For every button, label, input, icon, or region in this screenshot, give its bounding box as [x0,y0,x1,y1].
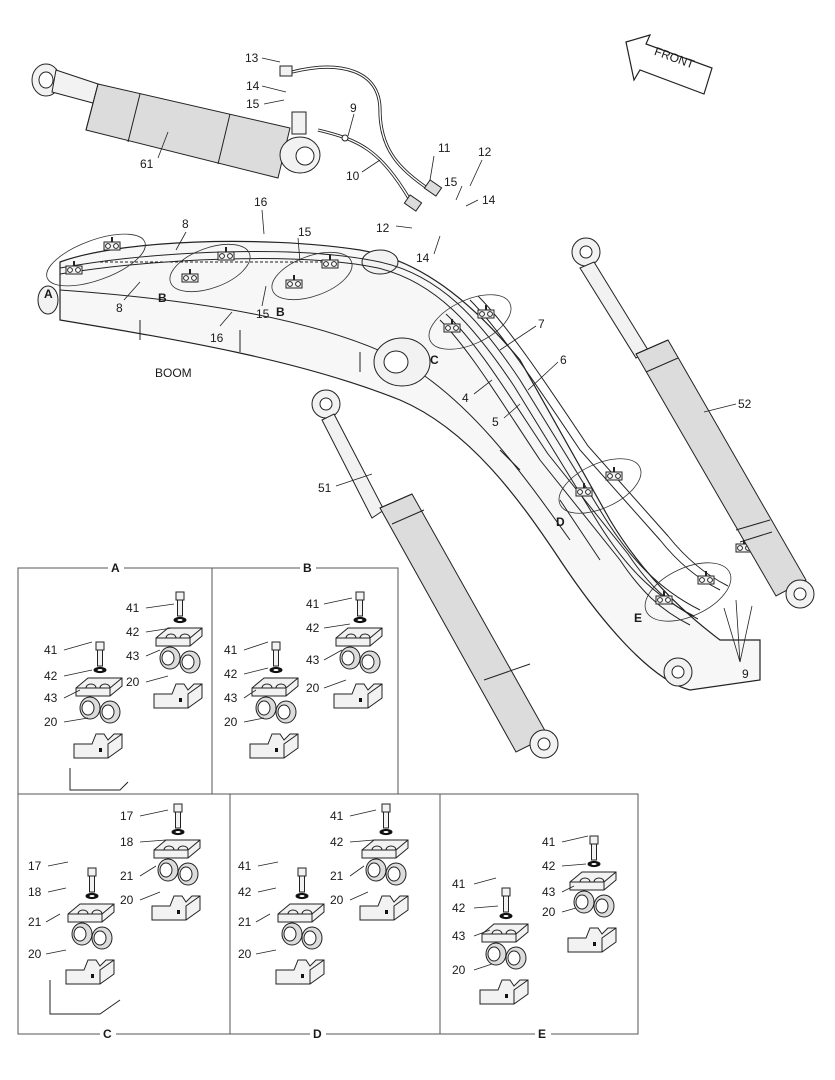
panel-d: 41 42 21 20 41 42 21 20 [238,803,409,985]
panel-e-label-42: 42 [542,859,556,873]
panel-b-label-20: 20 [224,715,238,729]
panel-b-label-43: 43 [224,691,238,705]
panel-e-title: E [538,1027,546,1041]
panel-e: 41 42 43 20 41 42 43 20 [452,835,617,1005]
front-arrow-icon: FRONT [625,34,713,95]
callout-e-label: E [634,611,642,625]
panel-c-label-21: 21 [120,869,134,883]
callout-b-label: B [158,291,167,305]
label-5: 5 [492,415,499,429]
panel-b-label-43: 43 [306,653,320,667]
panel-b: 41 42 43 20 41 42 43 20 [224,591,383,759]
panel-b-label-20: 20 [306,681,320,695]
label-15: 15 [298,225,312,239]
boom-label: BOOM [155,366,192,380]
panel-d-title: D [313,1027,322,1041]
label-12: 12 [478,145,492,159]
panel-c-label-18: 18 [28,885,42,899]
main-leader-lines [123,57,753,663]
detail-panel-frames: A B C D E [17,560,639,1041]
boom-cylinder-51 [311,389,559,759]
hose-10-11 [279,65,443,212]
panel-e-label-41: 41 [452,877,466,891]
detail-callouts [46,233,732,622]
label-15: 15 [246,97,260,111]
panel-a-label-41: 41 [126,601,140,615]
panel-e-label-20: 20 [542,905,556,919]
label-6: 6 [560,353,567,367]
label-16: 16 [210,331,224,345]
label-11: 11 [438,141,451,155]
panel-d-label-20: 20 [238,947,252,961]
label-14: 14 [482,193,496,207]
label-12: 12 [376,221,390,235]
panel-a-label-42: 42 [44,669,58,683]
panel-c-label-20: 20 [120,893,134,907]
callout-c-label: C [430,353,439,367]
boom-cylinder-52 [571,237,815,609]
label-8: 8 [116,301,123,315]
boom-structure: BOOM [37,240,761,691]
label-14: 14 [416,251,430,265]
label-14: 14 [246,79,260,93]
panel-c-label-21: 21 [28,915,42,929]
panel-d-label-41: 41 [238,859,252,873]
panel-d-label-41: 41 [330,809,344,823]
label-4: 4 [462,391,469,405]
label-8: 8 [182,217,189,231]
label-52: 52 [738,397,752,411]
panel-e-label-43: 43 [452,929,466,943]
panel-e-label-41: 41 [542,835,556,849]
callout-a-label: A [44,287,53,301]
panel-c-label-18: 18 [120,835,134,849]
callout-d-label: D [556,515,565,529]
panel-e-label-20: 20 [452,963,466,977]
panel-a-label-42: 42 [126,625,140,639]
panel-c: 17 18 21 20 17 18 21 20 [28,803,201,1015]
panel-a-label-41: 41 [44,643,58,657]
panel-a: 41 42 43 20 41 42 43 20 [44,591,203,791]
label-10: 10 [346,169,360,183]
label-61: 61 [140,157,154,171]
panel-a-label-43: 43 [126,649,140,663]
panel-e-label-43: 43 [542,885,556,899]
callout-b-label: B [276,305,285,319]
panel-c-label-17: 17 [28,859,42,873]
label-15: 15 [444,175,458,189]
arm-cylinder [31,63,321,179]
panel-d-label-21: 21 [330,869,344,883]
panel-b-label-41: 41 [224,643,238,657]
label-15: 15 [256,307,270,321]
panel-d-label-42: 42 [330,835,344,849]
panel-d-label-20: 20 [330,893,344,907]
panel-a-label-20: 20 [126,675,140,689]
panel-a-title: A [111,561,120,575]
label-9: 9 [742,667,749,681]
label-9: 9 [350,101,357,115]
panel-b-label-42: 42 [306,621,320,635]
panel-c-label-20: 20 [28,947,42,961]
panel-c-label-17: 17 [120,809,134,823]
panel-b-label-42: 42 [224,667,238,681]
main-labels: 13 14 15 9 61 11 12 10 15 14 16 8 15 12 … [44,51,752,681]
panel-a-label-20: 20 [44,715,58,729]
panel-c-title: C [103,1027,112,1041]
label-7: 7 [538,317,545,331]
panel-d-label-42: 42 [238,885,252,899]
label-13: 13 [245,51,259,65]
panel-d-label-21: 21 [238,915,252,929]
panel-b-label-41: 41 [306,597,320,611]
label-51: 51 [318,481,332,495]
panel-b-title: B [303,561,312,575]
label-16: 16 [254,195,268,209]
panel-a-label-43: 43 [44,691,58,705]
panel-e-label-42: 42 [452,901,466,915]
